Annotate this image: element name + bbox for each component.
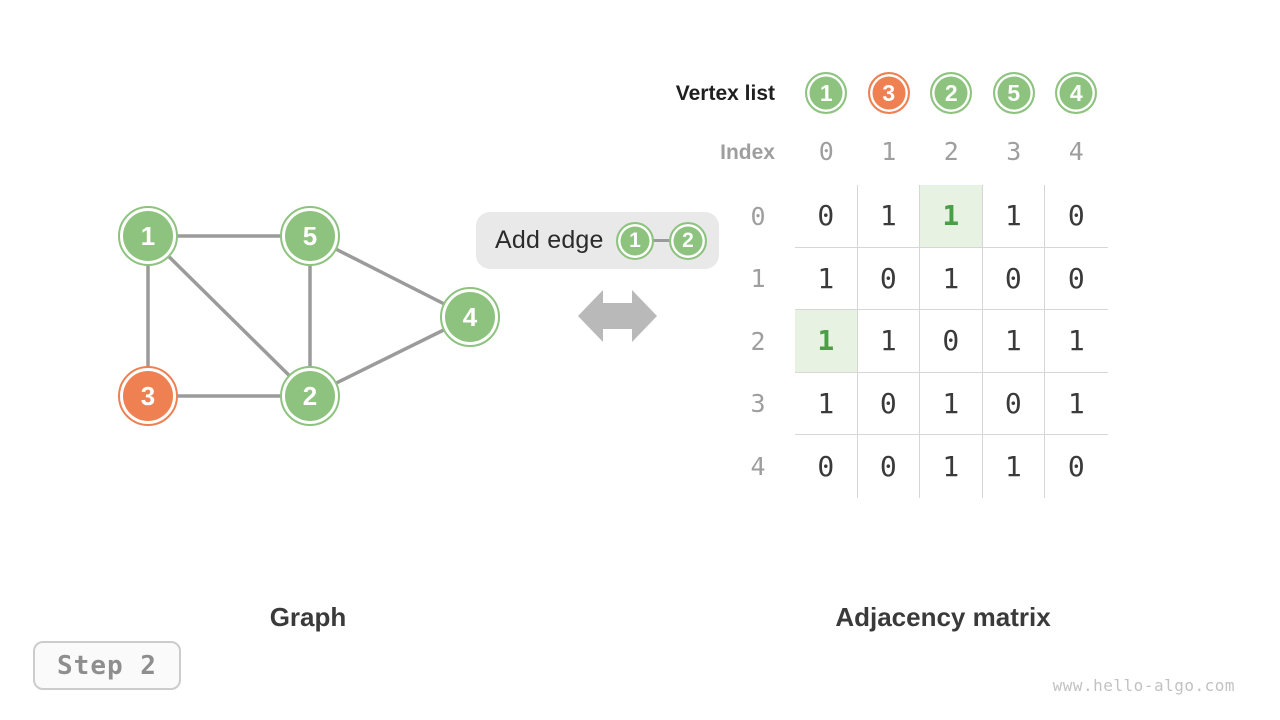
operation-edge: 1 2 (616, 221, 707, 260)
matrix-cell-0-3: 1 (982, 185, 1045, 248)
matrix-row-labels: 0 1 2 3 4 (736, 185, 780, 498)
vertex-circle-5: 5 (992, 72, 1035, 114)
operation-node-to: 2 (669, 221, 707, 260)
matrix-caption: Adjacency matrix (835, 602, 1051, 632)
operation-node-from: 1 (616, 221, 654, 260)
svg-text:5: 5 (303, 221, 317, 251)
swap-arrow-icon (578, 290, 657, 342)
vertex-circle-1: 1 (805, 72, 848, 114)
vertex-list-slot: 2 (920, 72, 983, 114)
svg-text:1: 1 (141, 221, 155, 251)
step-badge: Step 2 (33, 641, 181, 690)
matrix-cell-4-2: 1 (920, 435, 983, 498)
matrix-cell-0-2: 1 (920, 185, 983, 248)
vertex-circle-4: 4 (1055, 72, 1098, 114)
graph-caption: Graph (269, 602, 347, 632)
index-value-1: 1 (881, 137, 897, 166)
matrix-cell-3-3: 0 (982, 372, 1045, 435)
vertex-list-label: Vertex list (675, 82, 775, 105)
svg-text:3: 3 (141, 381, 155, 411)
graph-node-4: 4 (440, 287, 500, 347)
index-value-0: 0 (818, 137, 834, 166)
graph-node-2: 2 (280, 366, 340, 426)
swap-arrow-shape (578, 290, 657, 342)
matrix-cell-2-2: 0 (920, 310, 983, 373)
index-value-3: 3 (1006, 137, 1022, 166)
matrix-cell-0-0: 0 (795, 185, 858, 248)
matrix-cell-2-1: 1 (857, 310, 920, 373)
matrix-row-label-4: 4 (750, 451, 766, 481)
svg-text:2: 2 (303, 381, 317, 411)
matrix-cell-2-0: 1 (795, 310, 858, 373)
matrix-cell-1-1: 0 (857, 247, 920, 310)
watermark-url: www.hello-algo.com (1052, 676, 1235, 695)
matrix-cell-1-2: 1 (920, 247, 983, 310)
operation-label: Add edge (495, 226, 604, 254)
matrix-cell-3-4: 1 (1045, 373, 1108, 435)
matrix-row-label-0: 0 (750, 201, 766, 231)
matrix-row-label-3: 3 (750, 389, 766, 419)
add-edge-operation-box: Add edge 1 2 (476, 212, 719, 269)
matrix-cell-4-1: 0 (858, 435, 920, 498)
graph-node-3: 3 (118, 366, 178, 426)
graph-node-1: 1 (118, 206, 178, 266)
svg-text:4: 4 (463, 302, 478, 332)
matrix-cell-2-4: 1 (1045, 310, 1108, 373)
vertex-list-slot: 4 (1045, 72, 1108, 114)
vertex-circle-3: 3 (867, 72, 910, 114)
matrix-cell-4-0: 0 (795, 435, 858, 498)
matrix-cell-4-3: 1 (983, 435, 1045, 498)
vertex-circle-2: 2 (930, 72, 973, 114)
graph-node-5: 5 (280, 206, 340, 266)
graph-panel: 1 5 4 3 2 (118, 206, 500, 426)
vertex-list-slot: 5 (983, 72, 1046, 114)
index-value-4: 4 (1068, 137, 1084, 166)
graph-edge-1-2 (146, 234, 312, 398)
matrix-cell-3-2: 1 (920, 372, 983, 435)
vertex-list-slot: 1 (795, 72, 858, 114)
index-value-2: 2 (943, 137, 959, 166)
index-label: Index (720, 141, 775, 164)
operation-edge-connector (653, 239, 670, 242)
matrix-cell-1-0: 1 (795, 247, 858, 310)
vertex-list-slot: 3 (858, 72, 921, 114)
matrix-cell-2-3: 1 (982, 310, 1045, 373)
index-row: 0 1 2 3 4 (795, 137, 1108, 167)
matrix-row-label-2: 2 (750, 326, 766, 356)
matrix-cell-1-4: 0 (1045, 248, 1108, 310)
matrix-cell-4-4: 0 (1067, 449, 1085, 483)
matrix-row-label-1: 1 (750, 264, 766, 294)
matrix-cell-3-0: 1 (795, 372, 858, 435)
matrix-cell-3-1: 0 (857, 372, 920, 435)
matrix-cell-0-4: 0 (1045, 185, 1108, 248)
matrix-cell-0-1: 1 (857, 185, 920, 248)
matrix-cell-1-3: 0 (982, 247, 1045, 310)
